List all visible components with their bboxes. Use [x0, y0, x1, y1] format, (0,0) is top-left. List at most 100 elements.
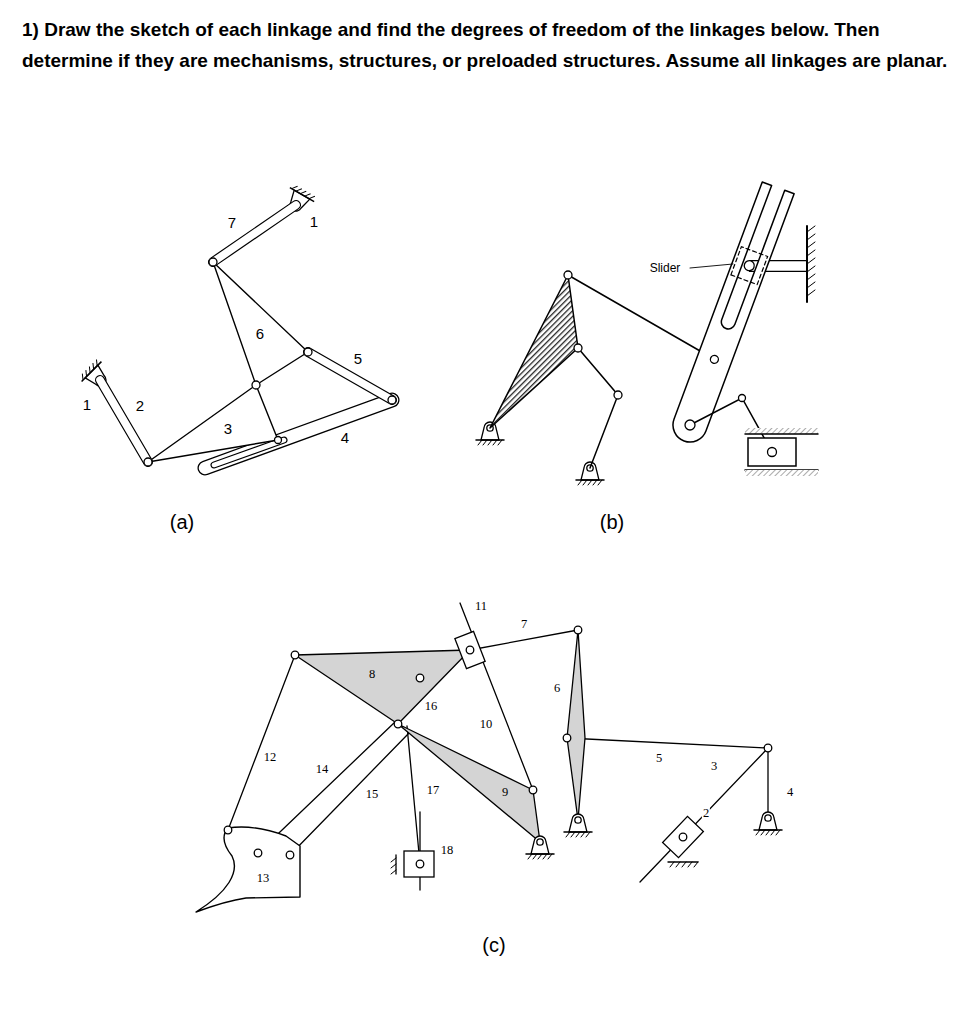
binary-link	[767, 748, 768, 818]
ground-pivot	[476, 422, 504, 445]
binary-link	[228, 655, 295, 830]
callout-number: 1	[309, 214, 319, 229]
callout-number: 1	[82, 397, 92, 412]
ground-pivot	[576, 462, 604, 485]
pin-joint	[564, 271, 777, 457]
callout-number: 11	[474, 600, 488, 613]
leader-line	[690, 264, 733, 268]
ternary-link	[148, 385, 278, 462]
binary-link	[568, 275, 714, 359]
pin-joint	[224, 826, 232, 834]
callout-number: 18	[440, 844, 455, 857]
slotted-link	[668, 182, 794, 447]
shaded-ternary-link	[295, 650, 470, 724]
linkage-b	[476, 182, 818, 485]
slotted-link	[731, 247, 768, 285]
callout-number: 7	[227, 215, 237, 230]
pin-joint	[574, 626, 582, 634]
pin-joint	[679, 833, 687, 841]
slotted-link	[743, 259, 756, 272]
ground-hatch	[391, 858, 396, 874]
callout-number: 4	[340, 430, 350, 445]
pin-joint	[144, 458, 152, 466]
ground-line	[668, 861, 698, 862]
pin-joint	[563, 734, 571, 742]
pin-joint	[614, 391, 622, 399]
slotted-link	[709, 354, 719, 364]
ground-hatch	[807, 226, 815, 296]
ground-pivot	[564, 814, 592, 837]
callout-number: 7	[520, 618, 528, 631]
linkage-c	[196, 603, 782, 912]
shaded-ternary-link	[567, 630, 585, 820]
pin-joint	[564, 271, 572, 279]
pin-joint	[685, 420, 695, 430]
binary-link	[100, 205, 392, 462]
slotted-link	[668, 182, 794, 447]
pin-joint	[254, 849, 262, 857]
pin-joint	[394, 720, 402, 728]
binary-link	[578, 348, 618, 468]
bucket	[196, 827, 300, 912]
callout-number: 15	[365, 788, 380, 801]
ground-line	[745, 433, 818, 435]
linkage-a	[78, 183, 396, 468]
pin-joint	[768, 448, 777, 457]
binary-link	[100, 205, 392, 462]
pin-joint	[388, 396, 396, 404]
pin-joint	[275, 437, 282, 444]
callout-number: 2	[135, 398, 145, 413]
callout-number: 6	[255, 326, 265, 341]
ground-hatch	[745, 428, 818, 434]
ground-pivot	[754, 812, 782, 835]
figure-label: (a)	[169, 512, 195, 532]
pin-joint	[466, 646, 474, 654]
question-heading: 1) Draw the sketch of each linkage and f…	[22, 14, 957, 76]
slider-block	[748, 438, 796, 466]
callout-number: 2	[702, 807, 710, 820]
callout-number: 6	[553, 682, 561, 695]
ground-pivot	[526, 836, 554, 859]
binary-link	[407, 726, 420, 864]
hatched-ternary-link	[490, 275, 578, 428]
ground-hatch	[745, 470, 818, 476]
pin-joint	[224, 626, 772, 868]
pin-joint	[416, 860, 424, 868]
callout-number: 10	[479, 718, 494, 731]
slider-block	[663, 816, 704, 857]
binary-link	[470, 630, 578, 650]
figure-label: (b)	[599, 512, 625, 532]
callout-number: 3	[223, 421, 233, 436]
part-label: Slider	[649, 262, 682, 274]
cylinder-line	[290, 732, 410, 855]
pin-joint	[529, 786, 537, 794]
pin-joint	[209, 258, 217, 266]
binary-link	[567, 738, 768, 748]
pin-joint	[416, 674, 424, 682]
callout-number: 13	[256, 872, 271, 885]
pin-joint	[574, 344, 582, 352]
ternary-link	[213, 262, 308, 385]
ground-hatch	[670, 862, 698, 867]
callout-number: 5	[655, 752, 663, 765]
callout-number: 9	[501, 786, 509, 799]
slider-block	[663, 816, 704, 857]
callout-number: 14	[315, 763, 330, 776]
pin-joint	[739, 395, 746, 402]
callout-number: 4	[786, 786, 794, 799]
callout-number: 3	[710, 760, 718, 773]
slider-block	[404, 851, 434, 877]
pin-joint	[291, 651, 299, 659]
pin-joint	[304, 348, 312, 356]
callout-number: 8	[368, 668, 376, 681]
callout-number: 17	[426, 784, 441, 797]
pin-joint	[764, 744, 772, 752]
binary-link	[640, 748, 768, 882]
pin-joint	[252, 381, 260, 389]
slider-block	[455, 631, 485, 668]
figure-label: (c)	[481, 935, 506, 955]
callout-number: 12	[263, 751, 278, 764]
shaded-ternary-link	[398, 724, 540, 842]
